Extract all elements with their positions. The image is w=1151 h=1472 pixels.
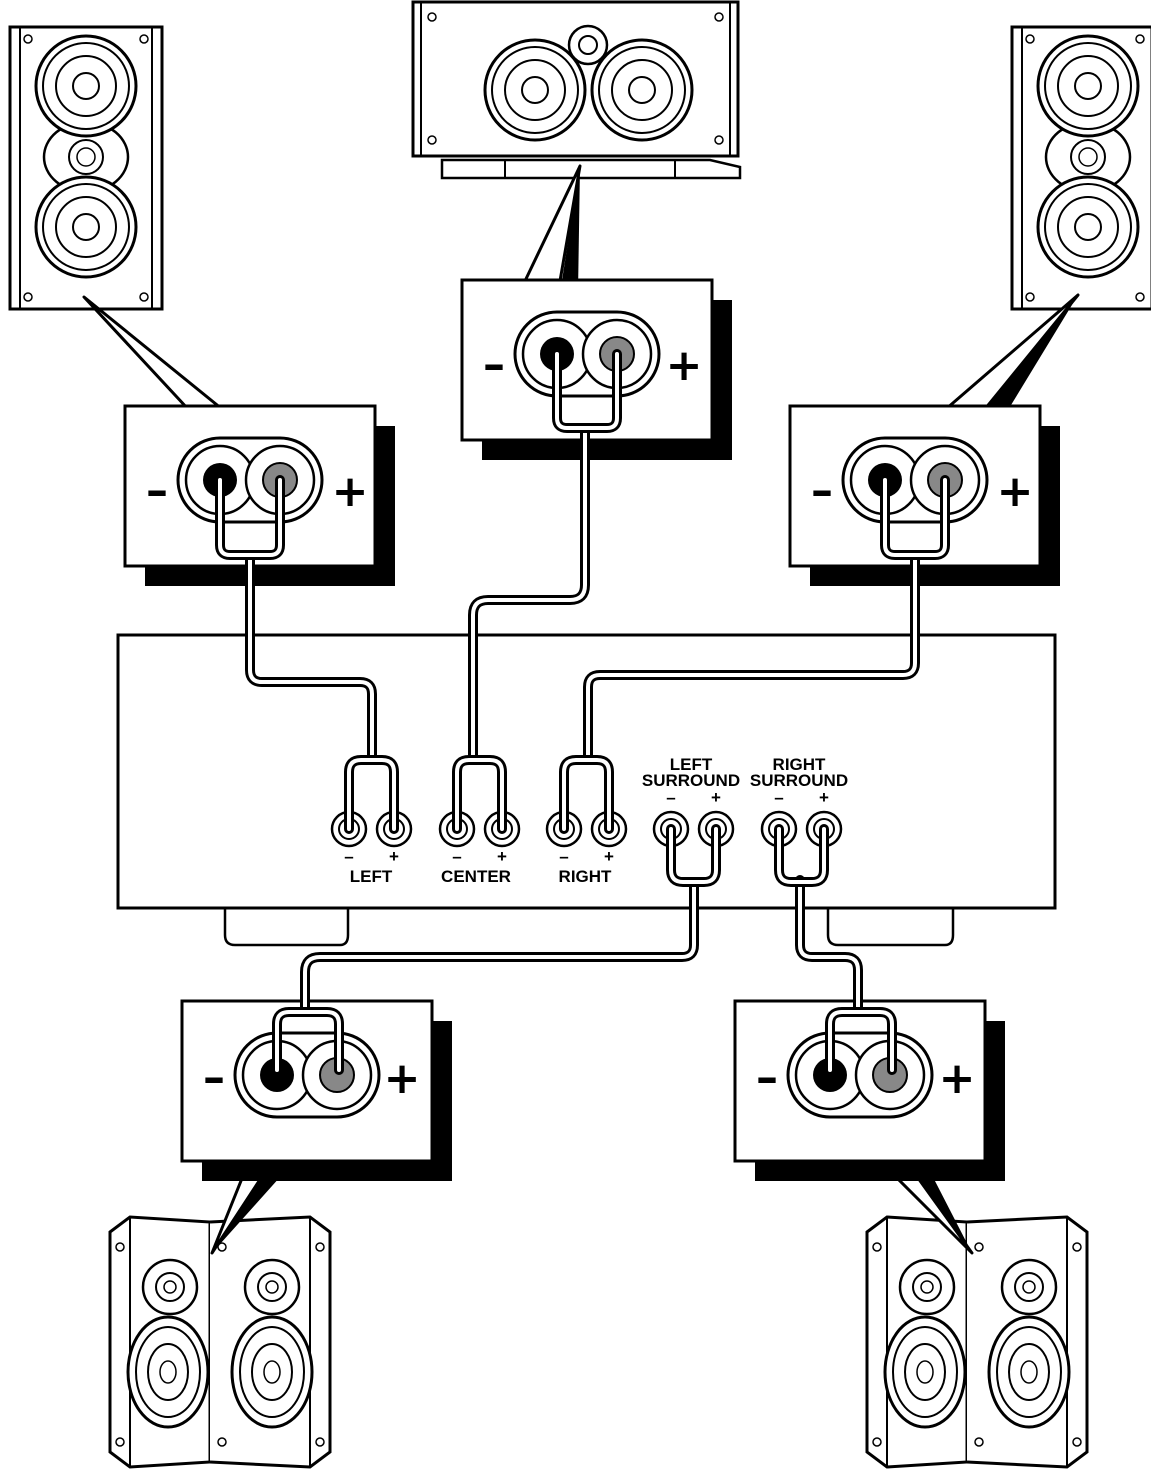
cable-yokes (215, 349, 950, 1075)
right-surround-label-line1: RIGHT (773, 755, 827, 774)
plus-sign: + (939, 1053, 976, 1104)
left-surround-minus-label: – (666, 788, 675, 807)
center-plus-label: + (497, 847, 507, 866)
speaker-cables (245, 425, 920, 1017)
center-channel-label: CENTER (441, 867, 511, 886)
left-surround-label-line1: LEFT (670, 755, 713, 774)
left-minus-label: – (344, 847, 353, 866)
surround-right-speaker-icon (867, 1217, 1087, 1467)
minus-sign: – (811, 465, 833, 516)
minus-sign: – (203, 1052, 225, 1103)
plus-sign: + (384, 1053, 421, 1104)
plus-sign: + (666, 340, 703, 391)
right-minus-label: – (559, 847, 568, 866)
minus-sign: – (483, 339, 505, 390)
left-surround-label-line2: SURROUND (642, 771, 740, 790)
plus-sign: + (332, 466, 369, 517)
terminal-plate-front-left: – + (123, 404, 397, 588)
terminal-plate-surround-right: – + (733, 999, 1007, 1183)
amp-labels: – + LEFT – + CENTER – + RIGHT LEFT SURRO… (344, 755, 848, 886)
left-channel-label: LEFT (350, 867, 393, 886)
right-surround-minus-label: – (774, 788, 783, 807)
plus-sign: + (997, 466, 1034, 517)
front-left-speaker-icon (8, 25, 164, 311)
terminal-plate-front-right: – + (788, 404, 1062, 588)
right-surround-label-line2: SURROUND (750, 771, 848, 790)
terminal-plate-surround-left: – + (180, 999, 454, 1183)
left-plus-label: + (389, 847, 399, 866)
surround-left-speaker-icon (110, 1217, 330, 1467)
front-right-speaker-icon (1010, 25, 1151, 311)
right-plus-label: + (604, 847, 614, 866)
center-minus-label: – (452, 847, 461, 866)
right-surround-plus-label: + (819, 788, 829, 807)
right-channel-label: RIGHT (559, 867, 613, 886)
left-surround-plus-label: + (711, 788, 721, 807)
minus-sign: – (756, 1052, 778, 1103)
center-speaker-icon (411, 0, 742, 180)
terminal-plate-center: – + (460, 278, 734, 462)
minus-sign: – (146, 465, 168, 516)
